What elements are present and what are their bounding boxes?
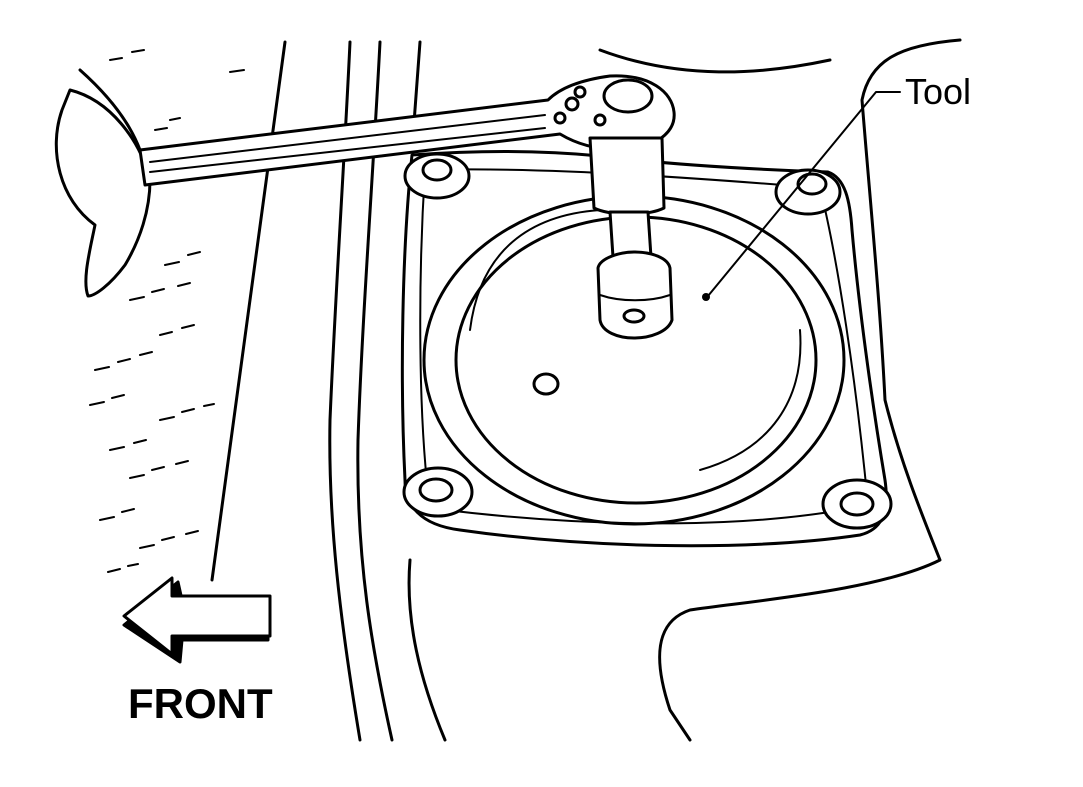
- left-panel: [78, 40, 287, 582]
- bolt-bottom-right: [821, 478, 893, 530]
- arrow-left-icon: [122, 576, 272, 664]
- bolts: [402, 152, 893, 530]
- locating-hole: [532, 372, 560, 396]
- hand: [54, 88, 152, 298]
- tool-adapter: [596, 250, 674, 340]
- tool-label: Tool: [905, 71, 971, 112]
- extension-bar: [588, 136, 666, 216]
- bolt-top-left: [403, 152, 471, 200]
- front-label: FRONT: [128, 680, 273, 727]
- ratchet-wrench: [138, 74, 676, 340]
- bolt-bottom-left: [402, 466, 474, 518]
- ratchet-head-knob: [602, 78, 654, 114]
- tool-callout: [702, 91, 901, 301]
- surface-texture: [89, 49, 245, 573]
- bolt-top-right: [774, 168, 842, 216]
